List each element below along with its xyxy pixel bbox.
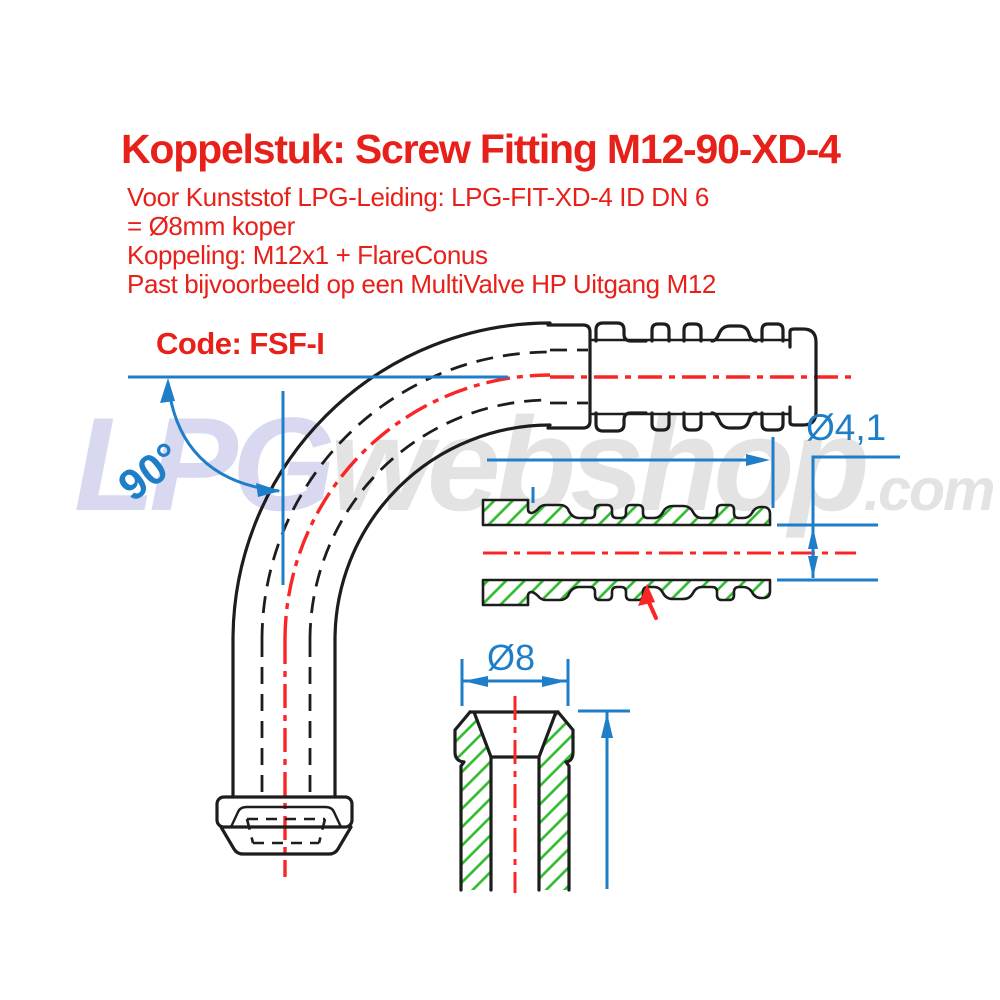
watermark-com: .com (863, 457, 996, 523)
watermark-lpg: LPG (74, 391, 335, 539)
flare-dimension (460, 659, 570, 706)
height-dimension (578, 709, 630, 889)
annotation-arrow (638, 584, 658, 620)
description-line: Koppeling: M12x1 + FlareConus (127, 240, 488, 270)
watermark: LPGwebshop.com (74, 399, 996, 532)
bore-dimension (487, 437, 900, 582)
description-line: = Ø8mm koper (127, 211, 295, 241)
product-title: Koppelstuk: Screw Fitting M12-90-XD-4 (121, 126, 841, 172)
description-line: Past bijvoorbeeld op een MultiValve HP U… (127, 269, 716, 299)
flare-diameter-label: Ø8 (487, 637, 536, 678)
barb-ribs (594, 321, 818, 433)
product-description: Voor Kunststof LPG-Leiding: LPG-FIT-XD-4… (127, 183, 716, 299)
bore-diameter-label: Ø4,1 (806, 407, 887, 448)
barb-cross-section (481, 437, 900, 620)
angle-arrow-right (256, 483, 281, 497)
angle-dimension (128, 375, 508, 585)
elbow-side-view (215, 321, 851, 877)
flare-cross-section (453, 659, 630, 893)
flare-nut (215, 795, 354, 856)
product-code: Code: FSF-I (156, 326, 325, 361)
description-line: Voor Kunststof LPG-Leiding: LPG-FIT-XD-4… (127, 182, 709, 212)
angle-arrow-up (160, 378, 175, 403)
